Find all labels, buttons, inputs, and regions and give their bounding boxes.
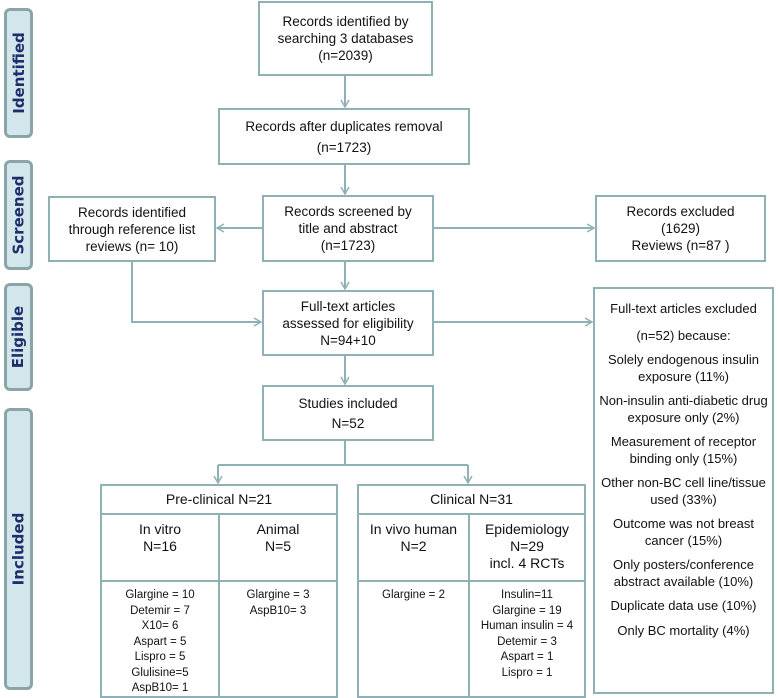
screened-box: Records screened by title and abstract (… (262, 195, 434, 262)
reason: Outcome was not breast cancer (15%) (613, 516, 754, 548)
count: N=29 (510, 538, 544, 554)
phase-label: Eligible (9, 305, 28, 369)
text: Full-text articles (300, 298, 396, 314)
count: (1629) (660, 221, 701, 236)
phase-screened: Screened (4, 160, 33, 270)
list-item: Glargine = 3 (246, 589, 310, 601)
in-vivo-header: In vivo human N=2 (357, 513, 470, 582)
reason: Solely endogenous insulin exposure (11%) (607, 352, 760, 384)
phase-label: Identified (9, 32, 28, 114)
phase-label: Included (9, 512, 28, 586)
in-vivo-list: Glargine = 2 (357, 580, 470, 698)
list-item: Lispro = 5 (134, 651, 186, 663)
list-item: Lispro = 1 (501, 666, 553, 679)
excluded-box: Records excluded (1629) Reviews (n=87 ) (595, 195, 766, 262)
text: searching 3 databases (277, 31, 414, 46)
in-vitro-list: Glargine = 10 Detemir = 7 X10= 6 Aspart … (100, 580, 220, 698)
label: In vivo human (369, 521, 458, 537)
text: title and abstract (298, 221, 398, 236)
phase-identified: Identified (4, 8, 33, 138)
list-item: Detemir = 3 (497, 635, 557, 648)
phase-label: Screened (9, 175, 28, 255)
reason: Other non-BC cell line/tissue used (33%) (601, 475, 766, 507)
in-vitro-header: In vitro N=16 (100, 513, 220, 582)
title: Full-text articles excluded (610, 301, 757, 316)
count: N=5 (264, 538, 292, 554)
animal-list: Glargine = 3 AspB10= 3 (218, 580, 338, 698)
count: (n=1723) (316, 139, 372, 155)
count: (n=1723) (320, 238, 376, 253)
identified-box: Records identified by searching 3 databa… (258, 1, 433, 76)
list-item: Aspart = 5 (133, 635, 187, 648)
text: through reference list (68, 221, 196, 237)
count: N=2 (400, 538, 427, 554)
text: reviews (n= 10) (85, 238, 179, 254)
count: N=52 (331, 415, 365, 431)
list-item: Glulisine=5 (131, 666, 189, 679)
text: assessed for eligibility (282, 315, 414, 331)
count: N=16 (143, 538, 177, 554)
list-item: Glargine = 19 (492, 604, 562, 617)
list-item: Insulin=11 (501, 589, 553, 601)
epidemiology-header: Epidemiology N=29 incl. 4 RCTs (468, 513, 586, 582)
text: Records identified (77, 204, 187, 220)
clinical-header: Clinical N=31 (357, 484, 586, 515)
reason: Duplicate data use (10%) (610, 598, 757, 613)
label: In vitro (138, 521, 181, 537)
text: Records identified by (282, 14, 409, 29)
text: Records after duplicates removal (245, 118, 443, 134)
note: incl. 4 RCTs (489, 555, 565, 571)
text: Reviews (n=87 ) (631, 238, 730, 253)
list-item: Glargine = 2 (382, 589, 445, 601)
phase-included: Included (4, 408, 33, 690)
animal-header: Animal N=5 (218, 513, 338, 582)
preclinical-header: Pre-clinical N=21 (100, 484, 338, 515)
dedup-box: Records after duplicates removal (n=1723… (218, 108, 470, 165)
epidemiology-list: Insulin=11 Glargine = 19 Human insulin =… (468, 580, 586, 698)
text: Records excluded (626, 204, 735, 219)
list-item: AspB10= 3 (249, 604, 307, 617)
text: Studies included (298, 395, 398, 411)
reference-box: Records identified through reference lis… (48, 196, 216, 262)
phase-eligible: Eligible (4, 283, 33, 391)
list-item: X10= 6 (141, 620, 179, 632)
reason: Measurement of receptor binding only (15… (610, 434, 757, 466)
list-item: Human insulin = 4 (480, 620, 574, 632)
count: (n=52) because: (636, 327, 731, 343)
text: Records screened by (284, 204, 412, 219)
label: Animal (256, 521, 300, 537)
list-item: Aspart = 1 (500, 651, 554, 663)
fulltext-excluded-box: Full-text articles excluded (n=52) becau… (593, 287, 774, 694)
arrow-reference-to-fulltext (131, 262, 263, 327)
label: Epidemiology (484, 521, 570, 537)
count: N=94+10 (320, 332, 376, 348)
reason: Only posters/conference abstract availab… (613, 557, 754, 589)
reason: Non-insulin anti-diabetic drug exposure … (599, 393, 768, 425)
included-box: Studies included N=52 (262, 385, 434, 441)
list-item: Detemir = 7 (130, 604, 190, 617)
list-item: AspB10= 1 (131, 682, 189, 694)
reason: Only BC mortality (4%) (617, 622, 750, 638)
fulltext-box: Full-text articles assessed for eligibil… (262, 290, 434, 356)
list-item: Glargine = 10 (125, 589, 195, 601)
count: (n=2039) (318, 48, 373, 63)
